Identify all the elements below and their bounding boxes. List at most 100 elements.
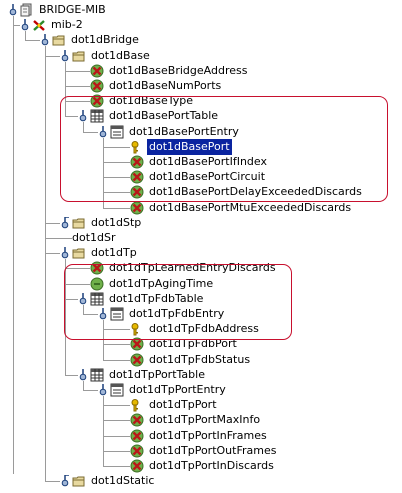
tree-node-label[interactable]: dot1dBasePortEntry	[129, 124, 239, 138]
tree-node-label[interactable]: dot1dTpFdbTable	[109, 291, 204, 305]
tree-connector-horizontal	[65, 70, 90, 72]
tree-node-label[interactable]: dot1dTpPortTable	[109, 367, 205, 381]
tree-node-label[interactable]: dot1dTpFdbPort	[149, 337, 237, 351]
expanded-toggle-icon[interactable]	[60, 49, 70, 62]
tree-node-label[interactable]: mib-2	[51, 18, 83, 32]
tree-node-label[interactable]: dot1dTpPortMaxInfo	[149, 413, 261, 427]
tree-node-label[interactable]: dot1dTpFdbAddress	[149, 322, 259, 336]
index-key-icon	[130, 140, 144, 159]
tree-node-label[interactable]: dot1dTpFdbStatus	[149, 352, 251, 366]
column-object-icon	[130, 337, 144, 356]
tree-node-label[interactable]: dot1dTpFdbEntry	[129, 307, 225, 320]
table-icon	[90, 292, 104, 311]
tree-node-label[interactable]: dot1dBasePortIfIndex	[149, 155, 267, 168]
tree-connector-vertical	[83, 122, 84, 132]
expanded-toggle-icon[interactable]	[78, 110, 88, 122]
tree-connector-horizontal	[103, 435, 130, 437]
scalar-object-icon	[90, 261, 104, 280]
scalar-object-icon	[90, 64, 104, 83]
tree-node-label[interactable]: dot1dTp	[91, 246, 137, 260]
column-object-icon	[130, 413, 144, 432]
tree-node-label[interactable]: dot1dBase	[91, 48, 150, 62]
tree-connector-vertical	[83, 380, 84, 390]
tree-node-label[interactable]: dot1dBasePortCircuit	[149, 170, 266, 184]
tree-connector-horizontal	[103, 405, 130, 407]
tree-node-label[interactable]: dot1dTpPortEntry	[129, 383, 226, 396]
tree-node-label[interactable]: dot1dBasePortTable	[109, 109, 219, 123]
index-key-icon	[130, 398, 144, 417]
tree-node-label[interactable]: dot1dBasePortDelayExceededDiscards	[149, 185, 362, 199]
tree-node-label[interactable]: dot1dStatic	[91, 474, 155, 488]
expanded-toggle-icon[interactable]	[98, 384, 108, 396]
tree-connector-horizontal	[45, 253, 60, 255]
tree-connector-horizontal	[25, 40, 40, 42]
scalar-object-icon	[90, 79, 104, 98]
tree-connector-vertical	[103, 137, 104, 208]
tree-connector-horizontal	[45, 481, 60, 483]
expanded-toggle-icon[interactable]	[60, 247, 70, 259]
column-object-icon	[130, 170, 144, 189]
mib-node-icon	[32, 18, 46, 37]
tree-connector-horizontal	[65, 268, 90, 270]
collapsed-toggle-icon[interactable]	[60, 474, 70, 487]
tree-connector-horizontal	[45, 55, 60, 57]
scalar-object-icon	[90, 94, 104, 113]
table-entry-icon	[110, 383, 124, 402]
tree-connector-horizontal	[103, 177, 130, 179]
table-entry-icon	[110, 125, 124, 144]
tree-connector-vertical	[83, 304, 84, 314]
tree-connector-horizontal	[65, 374, 78, 376]
expanded-toggle-icon[interactable]	[20, 19, 30, 31]
tree-connector-horizontal	[65, 86, 90, 87]
collapsed-toggle-icon[interactable]	[60, 216, 70, 229]
tree-node-label[interactable]: BRIDGE-MIB	[39, 3, 106, 16]
tree-connector-horizontal	[103, 359, 130, 361]
tree-node-label[interactable]: dot1dTpPortOutFrames	[149, 443, 277, 457]
tree-node-label[interactable]: dot1dBasePortMtuExceededDiscards	[149, 200, 352, 214]
expanded-toggle-icon[interactable]	[78, 292, 88, 305]
tree-connector-horizontal	[103, 344, 130, 346]
expanded-toggle-icon[interactable]	[98, 125, 108, 138]
tree-node-label[interactable]: dot1dTpPortInFrames	[149, 428, 267, 442]
tree-node-label[interactable]: dot1dBridge	[71, 33, 139, 47]
expanded-toggle-icon[interactable]	[98, 308, 108, 320]
expanded-toggle-icon[interactable]	[40, 34, 50, 46]
tree-node-label[interactable]: dot1dStp	[91, 215, 142, 229]
tree-connector-vertical	[65, 259, 66, 375]
expanded-toggle-icon[interactable]	[8, 4, 18, 16]
tree-connector-vertical	[45, 46, 46, 482]
tree-connector-horizontal	[65, 298, 78, 300]
tree-connector-horizontal	[45, 238, 72, 239]
folder-icon	[72, 216, 86, 235]
tree-connector-vertical	[13, 16, 14, 474]
tree-node-label[interactable]: dot1dBaseBridgeAddress	[109, 63, 248, 77]
tree-connector-horizontal	[83, 390, 98, 391]
tree-connector-horizontal	[103, 450, 130, 452]
column-object-icon	[130, 353, 144, 372]
tree-connector-vertical	[65, 61, 66, 117]
tree-node-label[interactable]: dot1dTpPortInDiscards	[149, 459, 274, 472]
column-object-icon	[130, 429, 144, 448]
index-key-icon	[130, 322, 144, 341]
tree-node-label[interactable]: dot1dBasePort	[147, 138, 232, 155]
expanded-toggle-icon[interactable]	[78, 368, 88, 381]
column-object-icon	[130, 185, 144, 204]
tree-connector-horizontal	[103, 329, 130, 331]
highlight-box-tp-fdb-table	[64, 264, 292, 340]
tree-node-label[interactable]: dot1dTpPort	[149, 398, 217, 412]
tree-connector-horizontal	[65, 283, 90, 285]
table-entry-icon	[110, 307, 124, 326]
column-object-icon	[130, 155, 144, 174]
tree-connector-horizontal	[103, 420, 130, 422]
tree-node-label[interactable]: dot1dTpAgingTime	[109, 276, 214, 290]
tree-node-label[interactable]: dot1dBaseNumPorts	[109, 79, 222, 92]
column-object-icon	[130, 201, 144, 220]
tree-connector-vertical	[25, 31, 26, 41]
tree-connector-horizontal	[65, 101, 90, 103]
tree-node-label[interactable]: dot1dSr	[72, 231, 116, 244]
tree-connector-horizontal	[45, 222, 60, 224]
tree-connector-horizontal	[103, 162, 130, 163]
folder-icon	[72, 49, 86, 68]
tree-node-label[interactable]: dot1dBaseType	[109, 94, 194, 108]
